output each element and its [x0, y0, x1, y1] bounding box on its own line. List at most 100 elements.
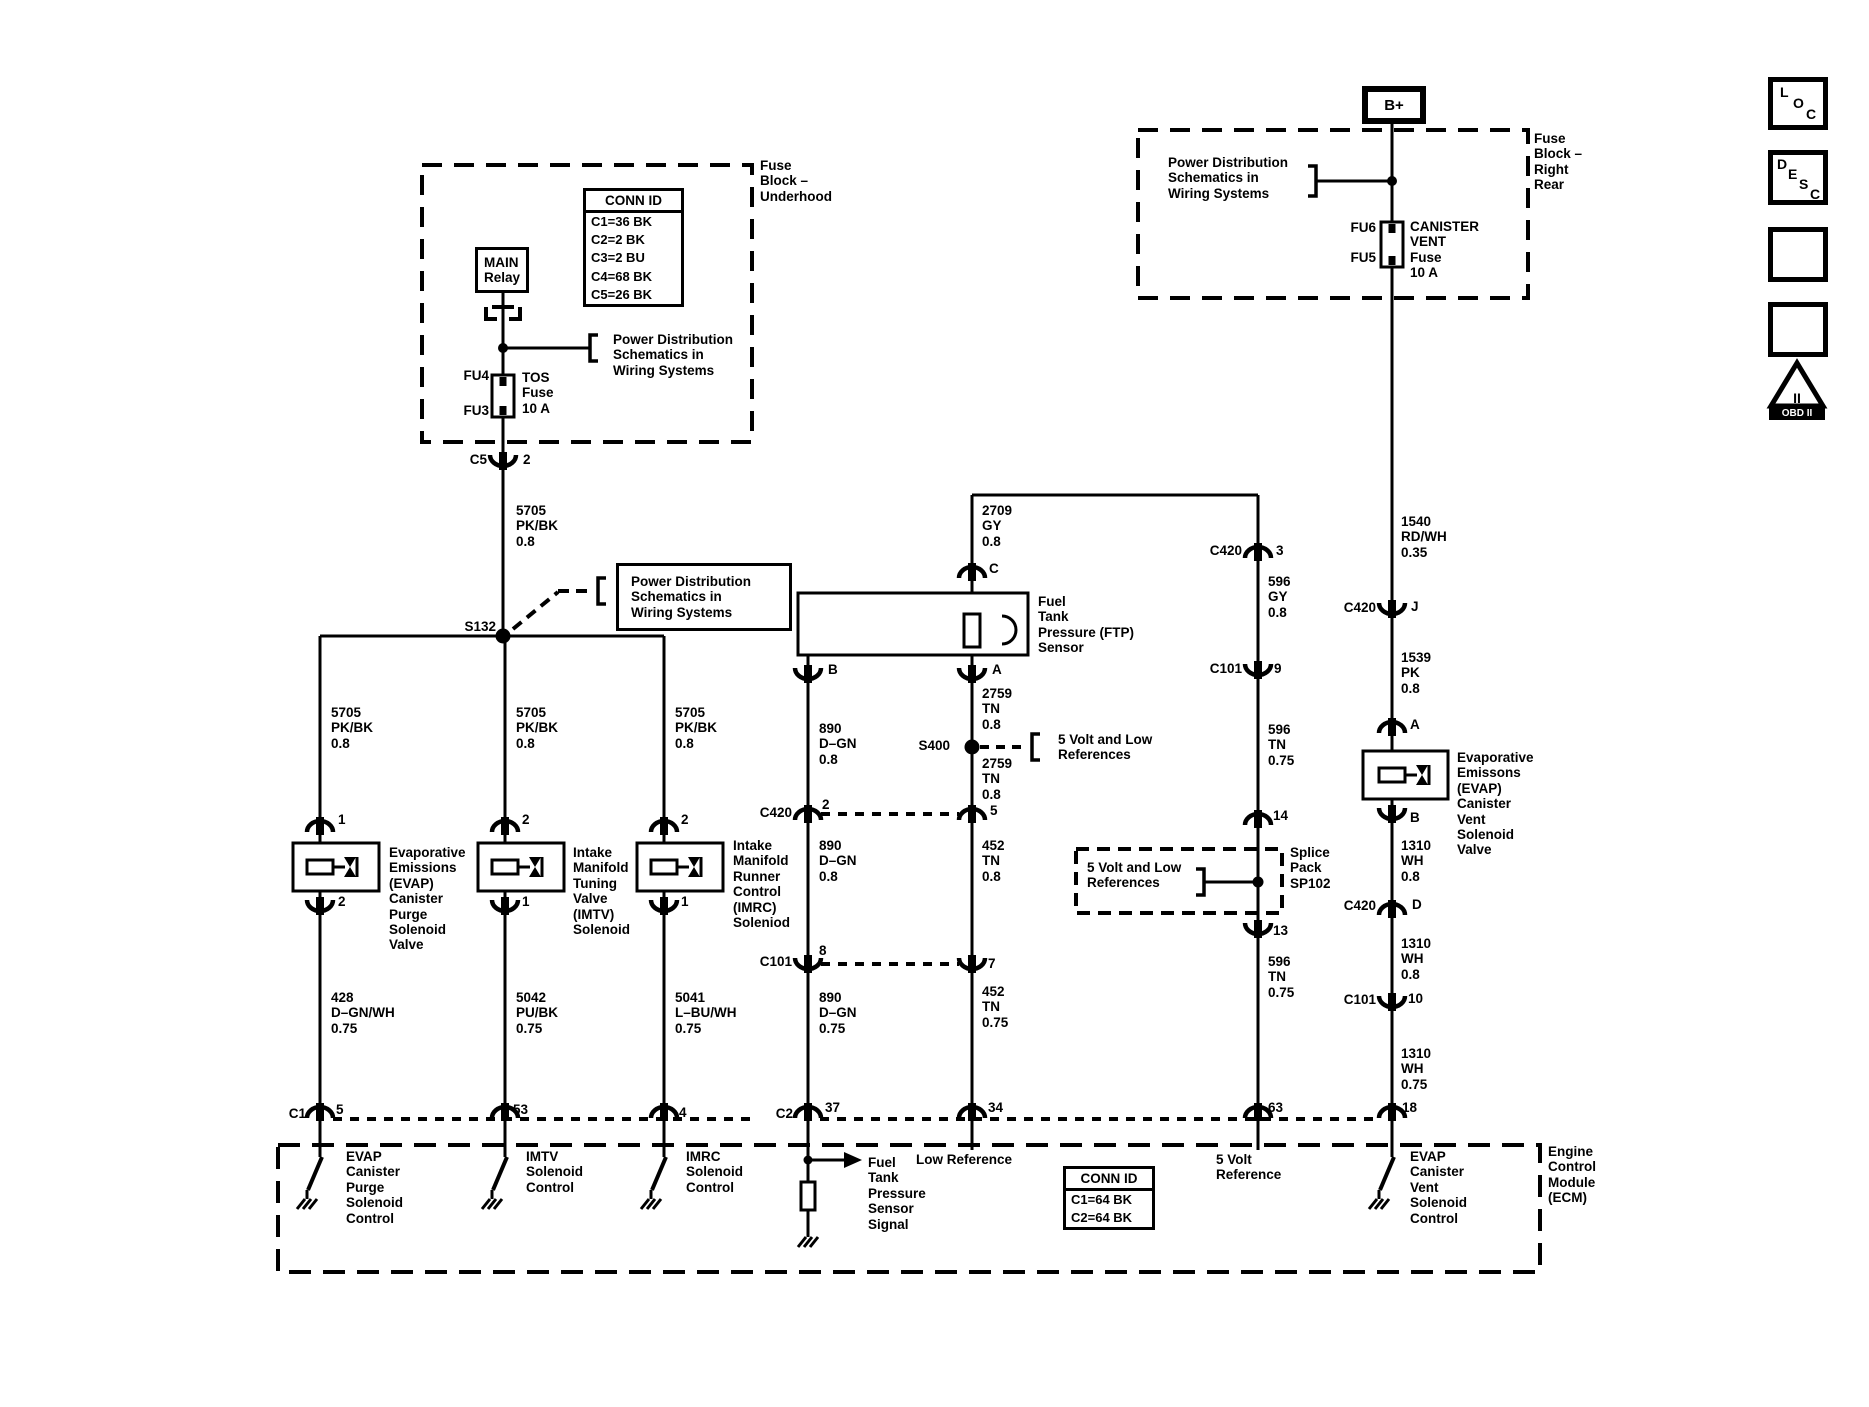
canister-vent-fuse-icon	[1379, 220, 1405, 269]
desc-letter: C	[1810, 186, 1821, 202]
imtv-valve-label: Intake Manifold Tuning Valve (IMTV) Sole…	[573, 845, 630, 937]
conn-imrc-1	[648, 897, 680, 915]
wire-5705-imrc: 5705 PK/BK 0.8	[675, 705, 718, 751]
conn-c5-2	[487, 452, 519, 470]
c101-pin-8: 8	[819, 943, 827, 958]
wire-1540: 1540 RD/WH 0.35	[1401, 514, 1447, 560]
ecm-switch-vent	[1367, 1121, 1396, 1210]
tos-fuse-icon	[490, 373, 516, 419]
main-relay-box: MAIN Relay	[475, 247, 529, 293]
purge-pin-bottom: 2	[338, 894, 346, 909]
wire-890-3: 890 D–GN 0.75	[819, 990, 857, 1036]
battery-feed-box: B+	[1362, 86, 1426, 124]
ecm-ftp-signal-label: Fuel Tank Pressure Sensor Signal	[868, 1155, 926, 1232]
main-relay-label: MAIN Relay	[483, 254, 521, 285]
fuse-block-right-rear-title: Fuse Block – Right Rear	[1534, 131, 1583, 193]
conn-ftp-a	[956, 665, 988, 683]
desc-letter: E	[1788, 166, 1798, 182]
ftp-pin-c: C	[989, 561, 999, 576]
junction-dots	[495, 176, 1397, 1165]
five-volt-ref-note-1: 5 Volt and Low References	[1058, 732, 1153, 763]
ecm-vent-control-label: EVAP Canister Vent Solenoid Control	[1410, 1149, 1467, 1226]
ecm-pin-63: 63	[1268, 1100, 1284, 1115]
conn-c101-10	[1376, 993, 1408, 1011]
ecm-pin-5: 5	[336, 1102, 344, 1117]
component-boxes	[291, 591, 1450, 893]
wire-2759-2: 2759 TN 0.8	[982, 756, 1013, 802]
coil-valve-icon	[649, 857, 703, 877]
wire-5705-feed: 5705 PK/BK 0.8	[516, 503, 559, 549]
vent-pin-a: A	[1410, 717, 1420, 732]
imtv-pin-bottom: 1	[522, 894, 530, 909]
conn-c101-9	[1242, 661, 1274, 679]
conn-vent-b	[1376, 805, 1408, 823]
ecm-c1-label: C1	[288, 1106, 306, 1121]
wire-2759-1: 2759 TN 0.8	[982, 686, 1013, 732]
ftp-pin-b: B	[828, 662, 838, 677]
ecm-switch-purge	[295, 1121, 324, 1210]
power-dist-right-rear: Power Distribution Schematics in Wiring …	[1168, 155, 1289, 201]
conn-id-row: C2=2 BK	[591, 232, 645, 248]
c420-pin-2: 2	[822, 797, 830, 812]
resistor-icon	[799, 1180, 817, 1212]
loc-letter: O	[1793, 95, 1804, 111]
wire-1310-1: 1310 WH 0.8	[1401, 838, 1432, 884]
c5-label: C5	[469, 452, 487, 467]
wire-5042: 5042 PU/BK 0.75	[516, 990, 559, 1036]
conn-purge-2	[304, 897, 336, 915]
s400-label: S400	[918, 738, 950, 753]
ecm-driver-switches	[295, 1121, 1396, 1248]
ecm-purge-control-label: EVAP Canister Purge Solenoid Control	[346, 1149, 403, 1226]
imtv-pin-top: 2	[522, 812, 530, 827]
wire-452-1: 452 TN 0.8	[982, 838, 1005, 884]
ftp-sensor-box	[796, 591, 1030, 657]
fuse-block-right-rear-outline	[1136, 128, 1530, 300]
loc-letter: C	[1806, 106, 1817, 122]
wire-596-gy: 596 GY 0.8	[1268, 574, 1291, 620]
wire-1310-2: 1310 WH 0.8	[1401, 936, 1432, 982]
conn-sp102-14	[1242, 810, 1274, 828]
back-button[interactable]	[1768, 302, 1828, 357]
bracket-underhood	[588, 333, 598, 363]
conn-c420-3	[1242, 543, 1274, 561]
wire-5041: 5041 L–BU/WH 0.75	[675, 990, 737, 1036]
conn-imtv-1	[489, 897, 521, 915]
loc-button[interactable]: L O C	[1768, 77, 1828, 130]
desc-button[interactable]: D E S C	[1768, 150, 1828, 205]
conn-id-table-ecm: CONN ID C1=64 BK C2=64 BK	[1063, 1166, 1155, 1231]
c5-pin-label: 2	[523, 452, 531, 467]
conn-vent-a	[1376, 718, 1408, 736]
purge-pin-top: 1	[338, 812, 346, 827]
power-dist-underhood: Power Distribution Schematics in Wiring …	[613, 332, 734, 378]
wire-452-2: 452 TN 0.75	[982, 984, 1009, 1030]
obd-ii-icon: II	[1766, 358, 1828, 409]
ecm-outline	[276, 1143, 1542, 1274]
wire-1310-3: 1310 WH 0.75	[1401, 1046, 1432, 1092]
bracket-sp102	[1196, 867, 1206, 897]
c420-3-label: C420	[1209, 543, 1242, 558]
wire-2709: 2709 GY 0.8	[982, 503, 1013, 549]
ecm-imrc-control-label: IMRC Solenoid Control	[686, 1149, 743, 1195]
obd-ii-label: OBD II	[1781, 407, 1813, 419]
conn-ecm-37	[792, 1103, 824, 1121]
conn-ecm-18	[1376, 1103, 1408, 1121]
fuse-symbols	[490, 220, 1405, 419]
wire-1539: 1539 PK 0.8	[1401, 650, 1432, 696]
fu4-label: FU4	[463, 368, 489, 383]
wire-596-tn-1: 596 TN 0.75	[1268, 722, 1295, 768]
c101-pin-10: 10	[1408, 991, 1424, 1006]
ecm-switch-imrc	[639, 1121, 668, 1210]
conn-sp102-13	[1242, 920, 1274, 938]
conn-ecm-34	[956, 1103, 988, 1121]
vent-pin-b: B	[1410, 810, 1420, 825]
conn-id-row: C3=2 BU	[591, 250, 645, 266]
conn-id-row: C1=36 BK	[591, 214, 653, 229]
conn-c420-2	[792, 805, 824, 823]
conn-ftp-c	[956, 563, 988, 581]
conn-id-row: C1=64 BK	[1071, 1192, 1133, 1207]
conn-id-header: CONN ID	[1066, 1169, 1152, 1191]
c101-mid-label: C101	[759, 954, 792, 969]
forward-button[interactable]	[1768, 227, 1828, 282]
sp102-pin-14: 14	[1273, 808, 1289, 823]
